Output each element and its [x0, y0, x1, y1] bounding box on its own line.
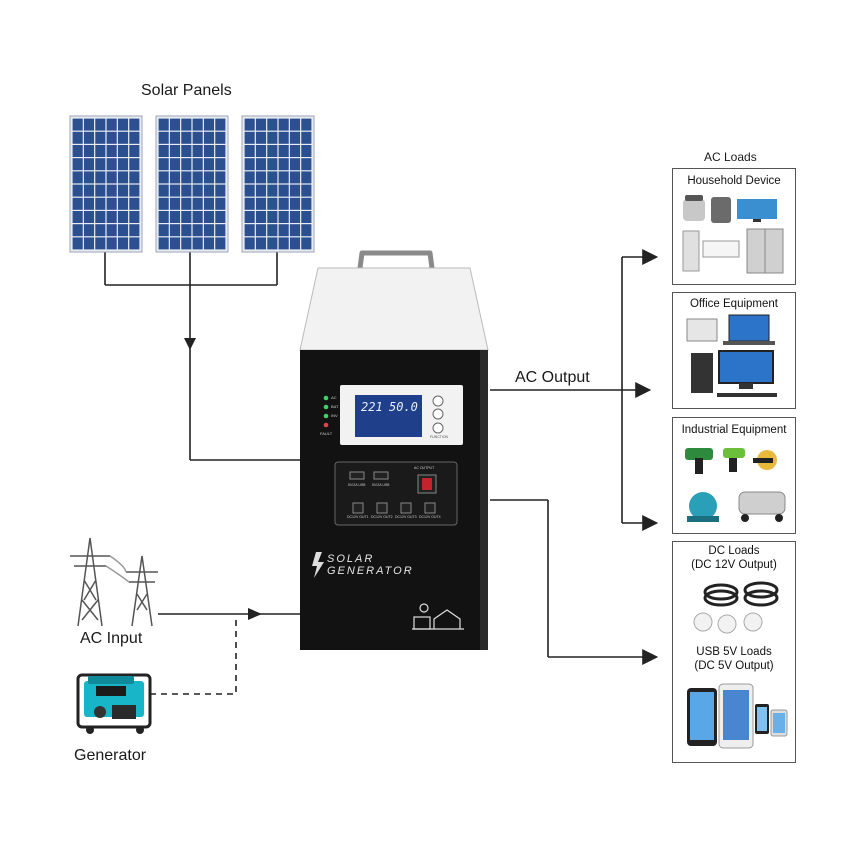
- indicator-label-bat: BAT: [331, 404, 339, 409]
- solar-panel-1: [69, 115, 143, 253]
- indicator-label-fault: FAULT: [320, 431, 333, 436]
- office-equipment-icons: [686, 314, 777, 397]
- lcd-screen: [355, 395, 422, 437]
- dc-port-label-1: DC12V OUT1: [347, 515, 369, 519]
- function-button-label: FUNCTION: [430, 435, 449, 439]
- solar-down-arrow: [184, 338, 196, 350]
- office-equipment-title: Office Equipment: [689, 298, 778, 310]
- dc-usb-load-icons: [687, 581, 788, 749]
- dc-loads-title: DC Loads: [708, 545, 760, 557]
- indicator-label-inv: INV: [331, 413, 338, 418]
- dc-port-label-3: DC12V OUT3: [395, 515, 417, 519]
- dc-output-wiring: [490, 499, 659, 665]
- usb-loads-title: USB 5V Loads: [696, 646, 772, 658]
- solar-panels-label: Solar Panels: [141, 82, 232, 99]
- ac-output-label: AC Output: [515, 369, 590, 386]
- industrial-equipment-icons: [685, 448, 786, 522]
- usb-port-label-1: 5V/2A USB: [348, 483, 366, 487]
- household-device-title: Household Device: [687, 175, 781, 187]
- brand-text-solar: SOLAR: [327, 553, 375, 565]
- dc-port-label-4: DC12V OUT4: [419, 515, 441, 519]
- office-equipment-box: Office Equipment: [672, 292, 796, 409]
- lcd-reading-left: 221: [361, 400, 383, 414]
- ac-input-arrow: [248, 608, 262, 620]
- usb-port-label-2: 5V/2A USB: [372, 483, 390, 487]
- generator-label: Generator: [74, 747, 147, 764]
- usb-loads-subtitle: (DC 5V Output): [694, 660, 774, 672]
- solar-panel-wiring: [104, 252, 300, 461]
- solar-panel-2: [155, 115, 229, 253]
- household-device-box: Household Device: [672, 168, 796, 285]
- ac-output-wiring: [490, 249, 659, 531]
- household-device-icons: [682, 195, 784, 274]
- indicator-label-ac: AC: [331, 395, 337, 400]
- dc-port-label-2: DC12V OUT2: [371, 515, 393, 519]
- brand-bolt: [312, 552, 324, 578]
- brand-text-generator: GENERATOR: [327, 565, 414, 577]
- dc-loads-subtitle: (DC 12V Output): [691, 559, 777, 571]
- ac-loads-label: AC Loads: [704, 150, 757, 164]
- industrial-equipment-title: Industrial Equipment: [681, 424, 787, 436]
- industrial-equipment-box: Industrial Equipment: [672, 417, 796, 534]
- generator-wiring: [150, 620, 237, 695]
- solar-panel-3: [241, 115, 315, 253]
- house-icon: [412, 603, 464, 630]
- lcd-reading-right: 50.0: [389, 400, 418, 414]
- dc-usb-loads-box: DC Loads (DC 12V Output) USB 5V Loads (D…: [672, 541, 796, 763]
- ac-output-switch-label: AC OUTPUT: [414, 466, 435, 470]
- ac-input-label: AC Input: [80, 630, 143, 647]
- top-handle: [357, 250, 435, 269]
